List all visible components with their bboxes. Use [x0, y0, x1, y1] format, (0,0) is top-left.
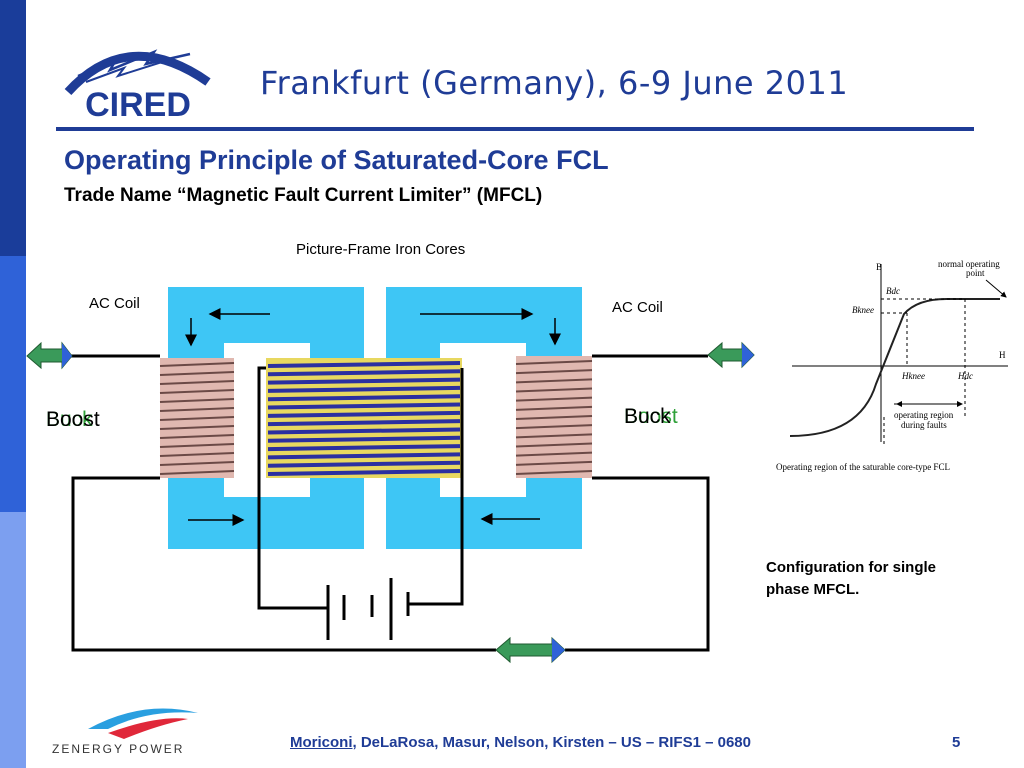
- left-boost-buck-label: Buck Boost: [46, 408, 126, 434]
- region-label-2: during faults: [901, 420, 947, 430]
- coil-turn: [267, 469, 461, 476]
- coil-turn: [267, 444, 461, 452]
- zenergy-power-logo: ZENERGY POWER: [52, 708, 198, 756]
- coil-turn: [515, 378, 593, 384]
- coil-turn: [159, 452, 235, 457]
- coil-turn: [159, 398, 235, 403]
- coil-turn: [267, 402, 461, 410]
- footer-authors: Moriconi, DeLaRosa, Masur, Nelson, Kirst…: [290, 734, 751, 751]
- flux-arrows: [185, 308, 561, 526]
- coil-turn: [515, 360, 593, 365]
- side-strip-light: [0, 512, 26, 768]
- cores-label: Picture-Frame Iron Cores: [296, 241, 466, 258]
- coil-turn: [159, 407, 235, 412]
- hknee-label: Hknee: [901, 371, 925, 381]
- right-buck-boost-label: Boost Buck: [624, 405, 694, 431]
- coil-turn: [515, 396, 593, 402]
- hdc-label: Hdc: [957, 371, 973, 381]
- b-axis-label: B: [876, 262, 882, 272]
- coil-turn: [159, 380, 235, 385]
- coil-turn: [267, 369, 461, 377]
- conference-title: Frankfurt (Germany), 6-9 June 2011: [260, 64, 849, 102]
- coil-turn: [515, 442, 593, 448]
- left-buck-label: Buck: [46, 408, 93, 431]
- coil-turn: [159, 362, 235, 367]
- cired-logo-text: CIRED: [85, 86, 191, 122]
- coil-turn: [515, 415, 593, 420]
- right-buck-label: Buck: [624, 405, 671, 428]
- coil-turn: [267, 419, 461, 427]
- coil-turn: [267, 394, 461, 402]
- side-strip-dark: [0, 0, 26, 256]
- coil-turn: [515, 405, 593, 411]
- region-label-1: operating region: [894, 410, 954, 420]
- coil-turn: [267, 452, 461, 460]
- coil-turn: [515, 451, 593, 457]
- zenergy-logo-text: ZENERGY POWER: [52, 742, 184, 756]
- coil-turn: [159, 434, 235, 439]
- author-list: , DeLaRosa, Masur, Nelson, Kirsten – US …: [352, 734, 752, 751]
- bknee-label: Bknee: [852, 305, 874, 315]
- coil-turn: [515, 460, 593, 466]
- circuit-wires: [70, 354, 710, 652]
- coil-turn: [159, 371, 235, 376]
- graph-caption: Operating region of the saturable core-t…: [776, 462, 950, 472]
- coil-turn: [267, 460, 461, 468]
- page-number: 5: [952, 734, 961, 751]
- right-ac-coil-label: AC Coil: [612, 299, 663, 316]
- coil-turn: [267, 361, 461, 368]
- coil-turn: [159, 443, 235, 448]
- left-current-arrow: [26, 341, 73, 370]
- coil-turn: [267, 410, 461, 418]
- normal-point-label-2: point: [966, 268, 985, 278]
- right-ac-coil: [515, 356, 593, 478]
- header-divider: [56, 127, 974, 131]
- h-axis-label: H: [999, 350, 1006, 360]
- coil-turn: [515, 387, 593, 393]
- coil-turn: [159, 425, 235, 430]
- left-ac-coil-label: AC Coil: [89, 295, 140, 312]
- normal-point-label-1: normal operating: [938, 259, 1000, 269]
- bottom-current-arrow: [495, 636, 566, 664]
- coil-turn: [515, 470, 593, 475]
- left-ac-coil: [159, 358, 235, 478]
- coil-turn: [267, 427, 461, 435]
- bh-curve-graph: B H Bdc Bknee Hknee Hdc normal operating…: [776, 259, 1008, 472]
- coil-turn: [159, 470, 235, 475]
- cired-logo: CIRED: [64, 49, 211, 122]
- bh-curve: [789, 297, 1000, 437]
- dc-battery: [326, 578, 410, 640]
- bdc-label: Bdc: [886, 286, 900, 296]
- coil-turn: [159, 416, 235, 421]
- slide-subtitle: Trade Name “Magnetic Fault Current Limit…: [64, 185, 543, 206]
- right-boost-label: Boost: [624, 405, 678, 428]
- coil-turn: [515, 369, 593, 375]
- right-current-arrow: [707, 341, 755, 369]
- side-strip-mid: [0, 256, 26, 512]
- coil-turn: [267, 385, 461, 393]
- left-boost-label: Boost: [46, 408, 100, 431]
- coil-turn: [159, 389, 235, 394]
- coil-turn: [267, 435, 461, 443]
- coil-turn: [159, 461, 235, 466]
- config-caption: Configuration for single phase MFCL.: [766, 559, 936, 598]
- coil-turn: [515, 433, 593, 439]
- coil-turn: [515, 424, 593, 430]
- dc-coil: [266, 358, 462, 478]
- coil-turn: [267, 377, 461, 385]
- slide-title: Operating Principle of Saturated-Core FC…: [64, 145, 609, 175]
- lead-author: Moriconi: [290, 734, 353, 751]
